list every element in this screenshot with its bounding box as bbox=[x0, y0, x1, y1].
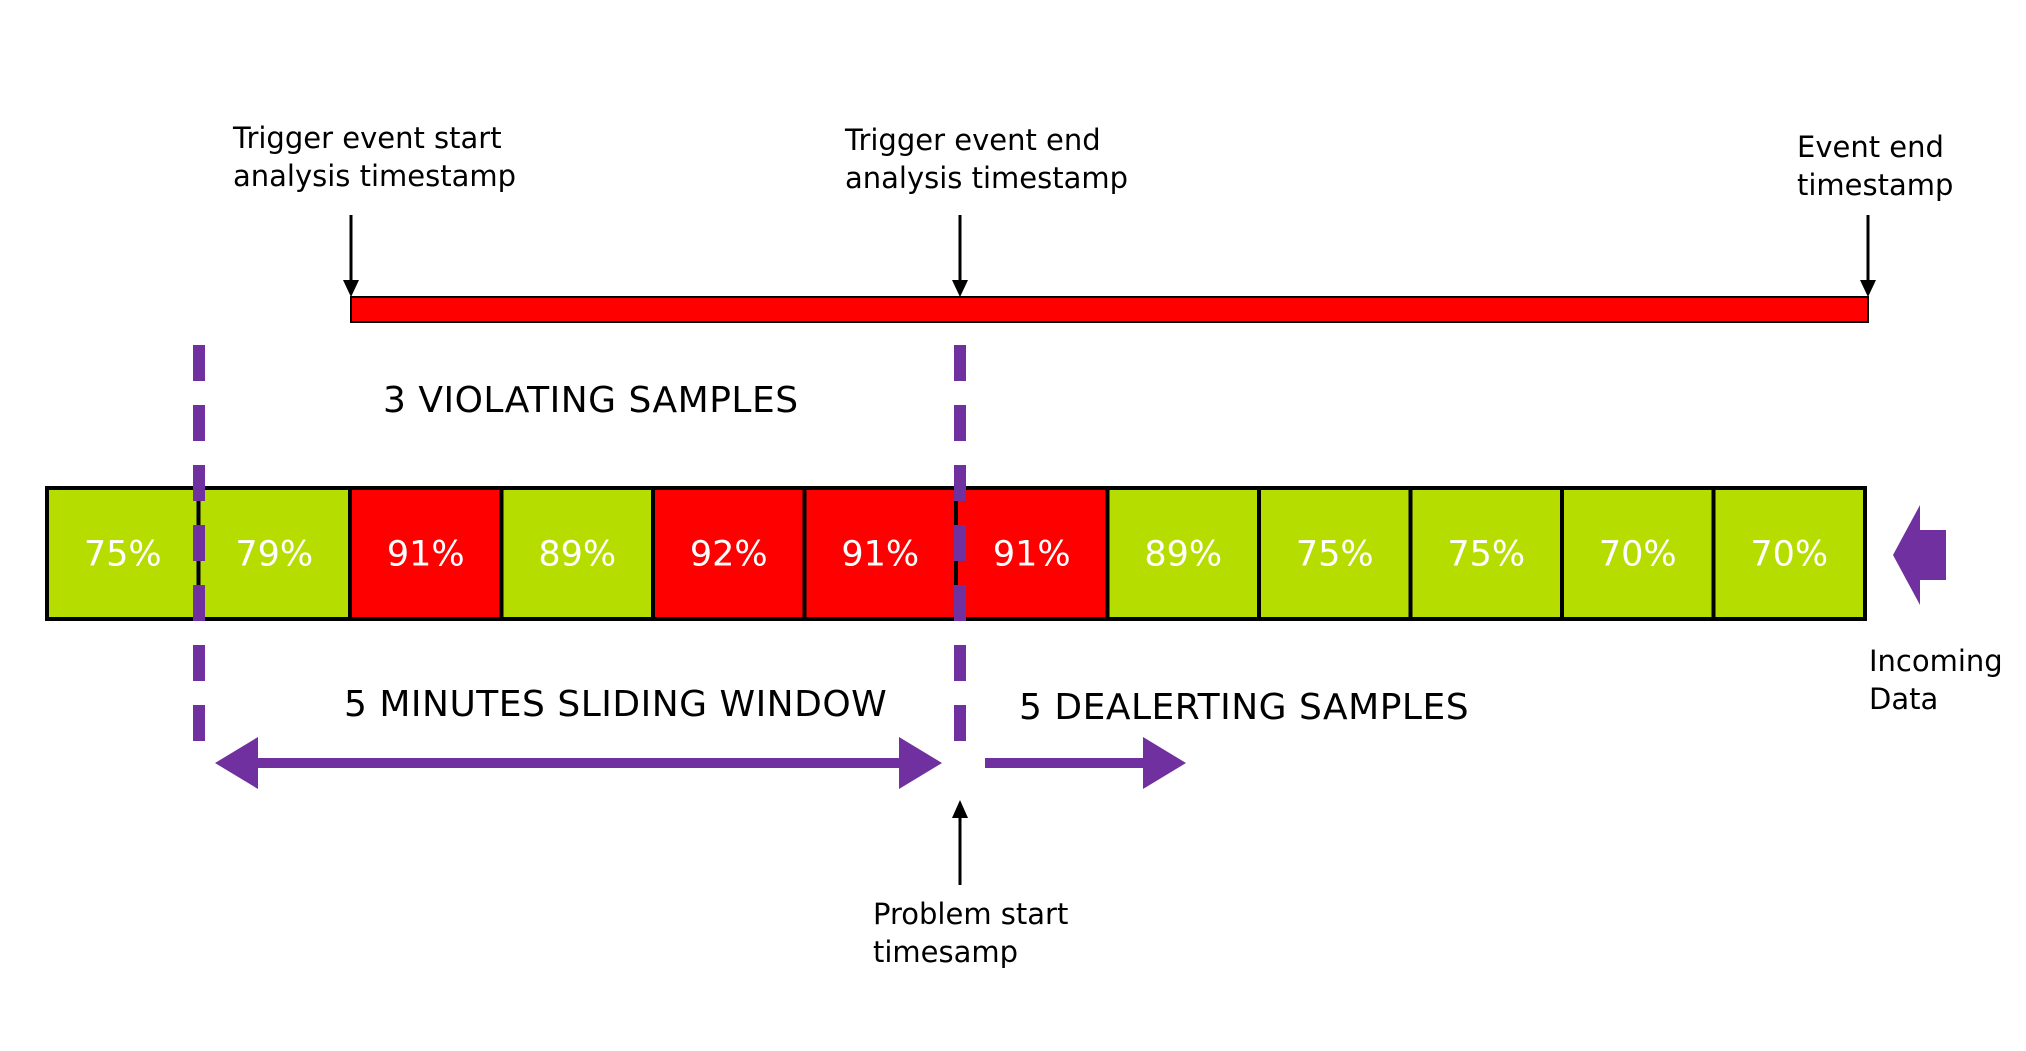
sample-value: 75% bbox=[1296, 535, 1374, 575]
problem-start-label-line1: Problem start bbox=[873, 897, 1069, 931]
sample-cell-box bbox=[196, 486, 352, 621]
trigger-start-label-line1: Trigger event start bbox=[233, 121, 502, 155]
sample-value: 79% bbox=[235, 535, 313, 575]
sample-cell: 75% bbox=[1408, 486, 1564, 621]
sample-cell: 91% bbox=[348, 486, 504, 621]
trigger-end-label: Trigger event end analysis timestamp bbox=[845, 122, 1128, 197]
down-arrow-icon bbox=[343, 280, 359, 297]
problem-start-label-line2: timesamp bbox=[873, 934, 1019, 969]
sample-cell-box bbox=[1560, 486, 1716, 621]
sample-value: 75% bbox=[84, 535, 162, 575]
sample-cell-box bbox=[348, 486, 504, 621]
sample-cell-box bbox=[1711, 486, 1867, 621]
event-end-marker bbox=[1860, 215, 1876, 297]
trigger-end-label-line1: Trigger event end bbox=[845, 123, 1101, 157]
trigger-start-label: Trigger event start analysis timestamp bbox=[233, 120, 516, 195]
sample-cell: 91% bbox=[802, 486, 958, 621]
trigger-end-marker bbox=[952, 215, 968, 297]
event-end-label-line1: Event end bbox=[1797, 130, 1944, 164]
down-arrow-icon bbox=[952, 280, 968, 297]
sample-cell: 91% bbox=[954, 486, 1110, 621]
event-end-label: Event end timestamp bbox=[1797, 129, 1953, 204]
event-duration-bar bbox=[350, 296, 1869, 323]
sample-cell-box bbox=[499, 486, 655, 621]
trigger-start-label-line2: analysis timestamp bbox=[233, 158, 517, 193]
sample-cell: 89% bbox=[1105, 486, 1261, 621]
sample-value: 89% bbox=[538, 535, 616, 575]
problem-start-label: Problem start timesamp bbox=[873, 896, 1068, 971]
sample-cell: 92% bbox=[651, 486, 807, 621]
sample-cell: 70% bbox=[1711, 486, 1867, 621]
sample-value: 91% bbox=[993, 535, 1071, 575]
sample-cell-box bbox=[651, 486, 807, 621]
sample-cell: 89% bbox=[499, 486, 655, 621]
sample-value: 92% bbox=[690, 535, 768, 575]
violating-samples-label: 3 VIOLATING SAMPLES bbox=[383, 380, 799, 421]
sample-value: 75% bbox=[1447, 535, 1525, 575]
sample-value: 70% bbox=[1750, 535, 1828, 575]
problem-start-marker bbox=[952, 800, 968, 885]
sample-cell: 75% bbox=[1257, 486, 1413, 621]
incoming-data-label-line2: Data bbox=[1869, 681, 1939, 716]
trigger-end-label-line2: analysis timestamp bbox=[845, 160, 1129, 195]
sample-strip: 75% 79% 91% 89% 92% 91% 91% 89% 75% 75% 70% 70% bbox=[45, 486, 1867, 621]
left-arrow-icon bbox=[1893, 505, 1946, 605]
sample-cell: 79% bbox=[196, 486, 352, 621]
sample-cell: 70% bbox=[1560, 486, 1716, 621]
up-arrow-icon bbox=[952, 800, 968, 818]
sliding-window-label: 5 MINUTES SLIDING WINDOW bbox=[344, 684, 888, 725]
dealerting-samples-label: 5 DEALERTING SAMPLES bbox=[1019, 687, 1470, 728]
sample-cell-box bbox=[1408, 486, 1564, 621]
sample-value: 91% bbox=[841, 535, 919, 575]
sliding-window-arrow bbox=[215, 737, 942, 789]
sample-value: 70% bbox=[1599, 535, 1677, 575]
sample-cell: 75% bbox=[45, 486, 201, 621]
trigger-start-marker bbox=[343, 215, 359, 297]
event-end-label-line2: timestamp bbox=[1797, 167, 1954, 202]
sample-cell-box bbox=[1105, 486, 1261, 621]
down-arrow-icon bbox=[1860, 280, 1876, 297]
sample-value: 89% bbox=[1144, 535, 1222, 575]
dealerting-arrow bbox=[985, 737, 1186, 789]
sample-value: 91% bbox=[387, 535, 465, 575]
incoming-data-label: Incoming Data bbox=[1869, 643, 2003, 718]
incoming-data-label-line1: Incoming bbox=[1869, 644, 2003, 678]
